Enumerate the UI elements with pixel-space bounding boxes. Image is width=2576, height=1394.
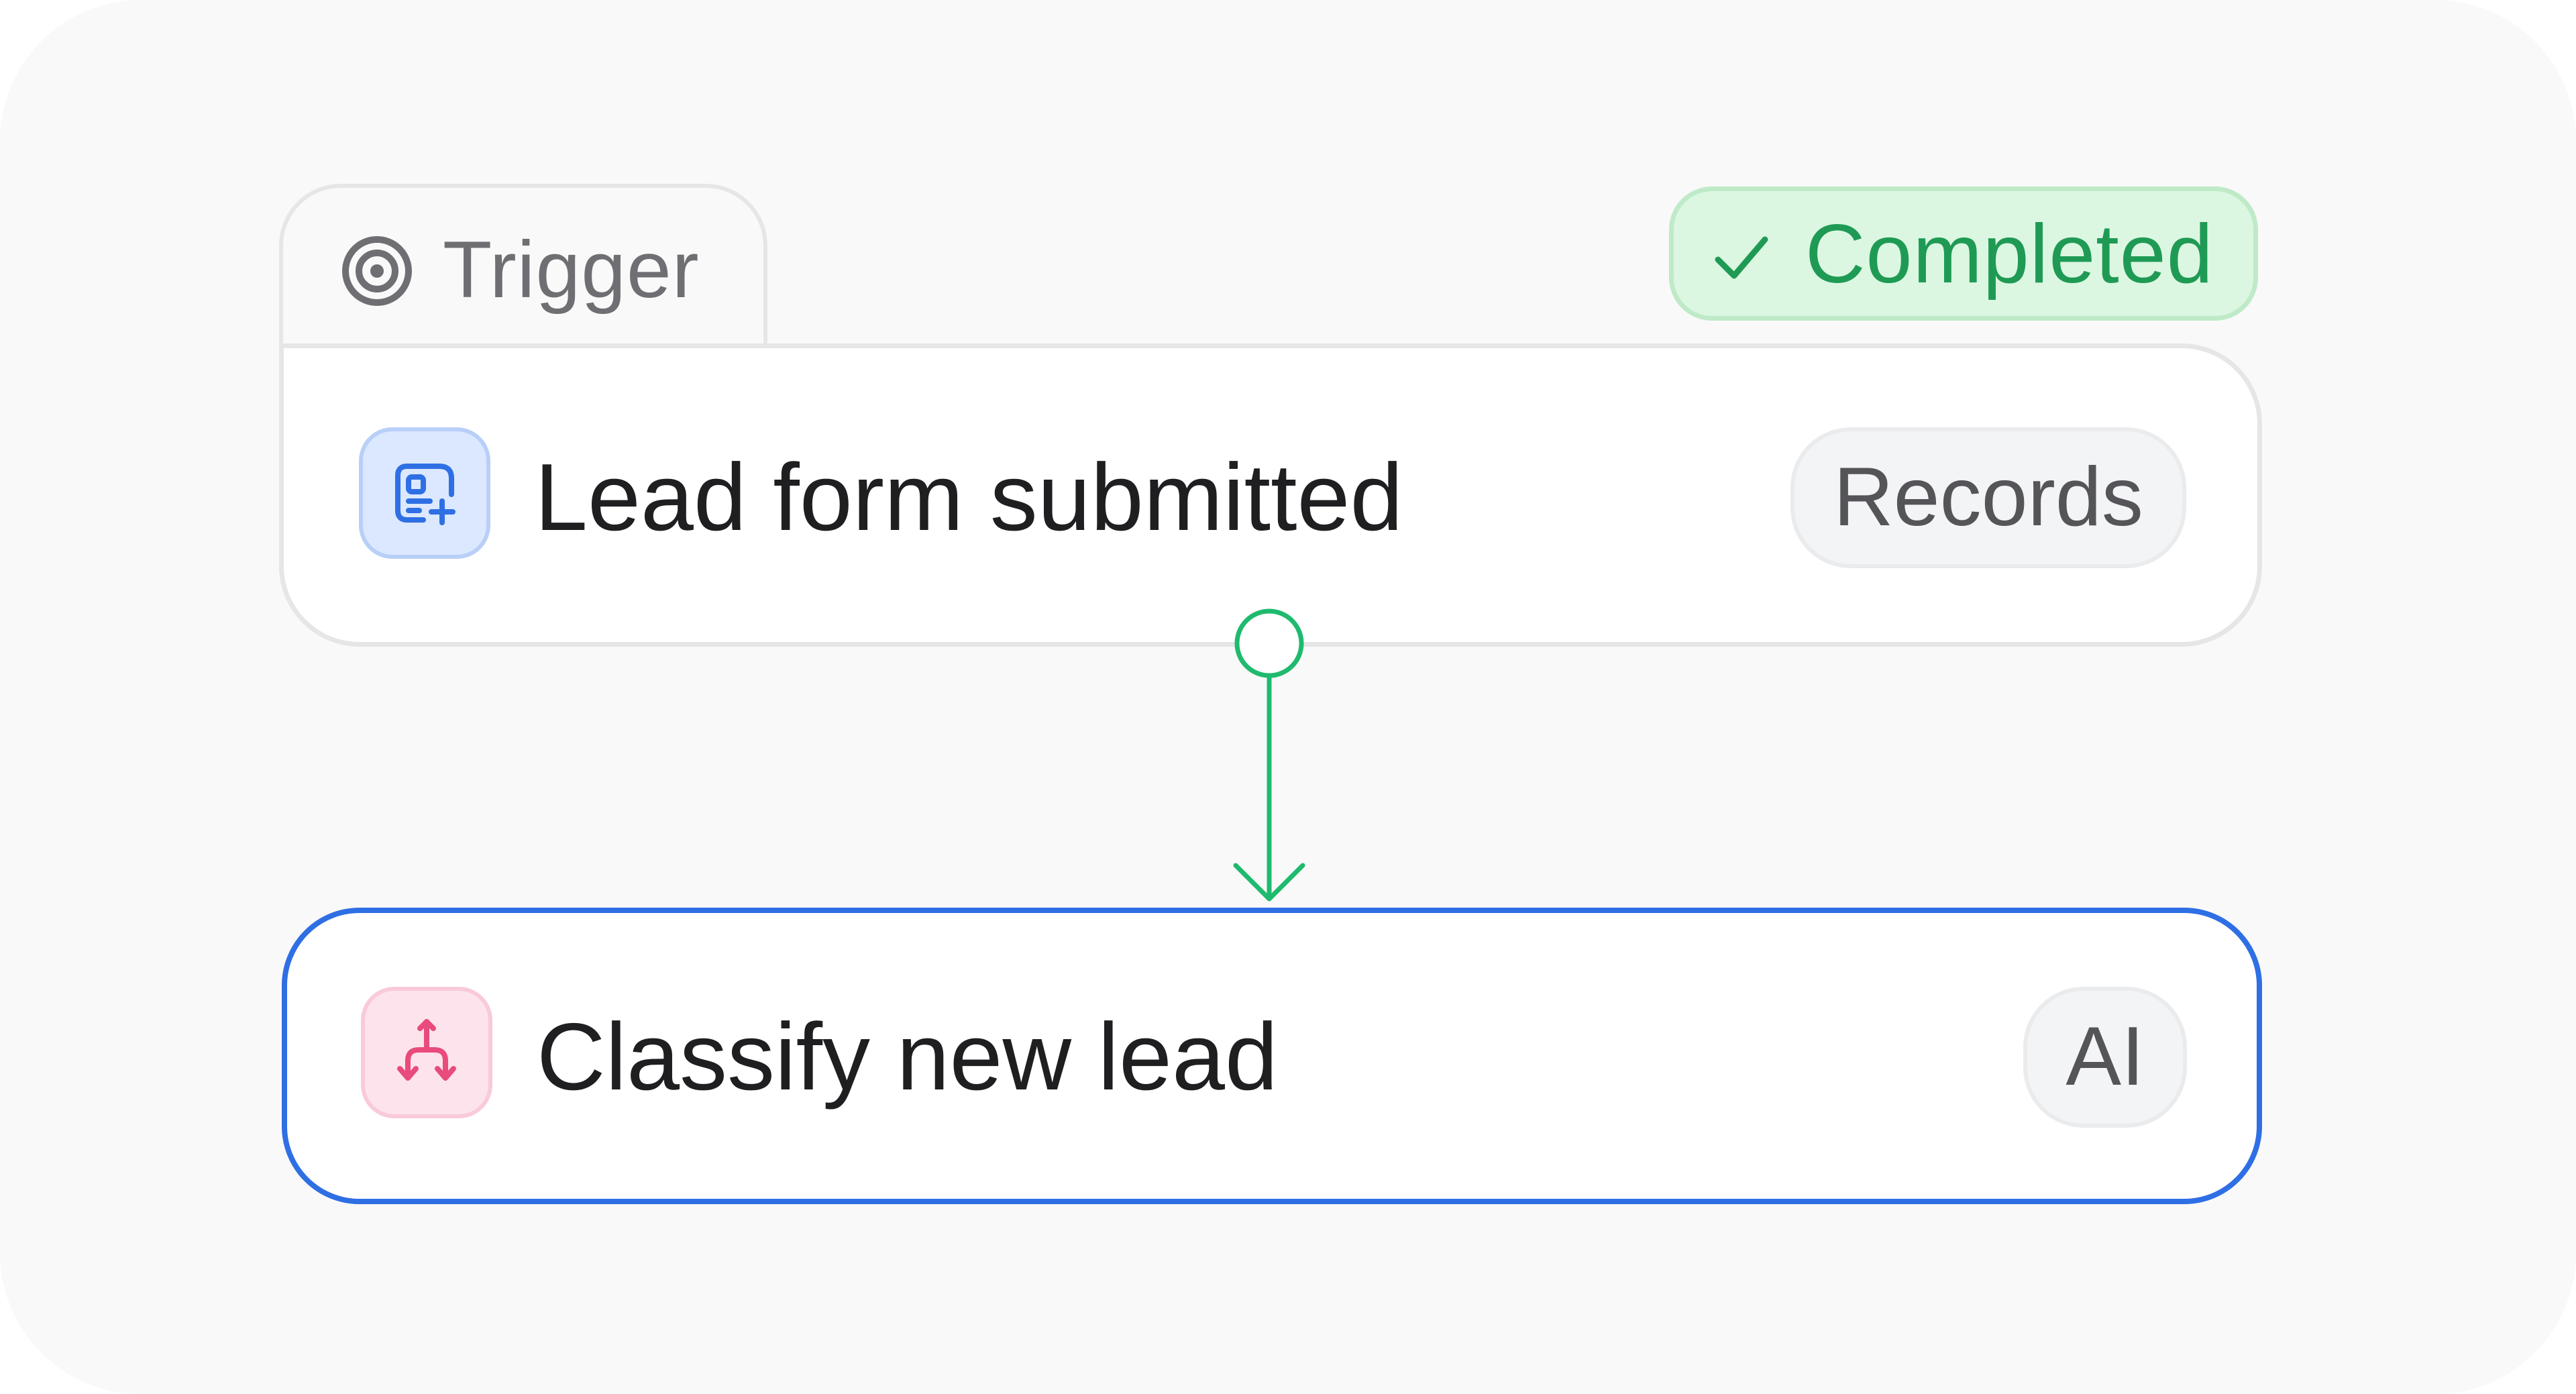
node-title: Lead form submitted xyxy=(535,444,1403,551)
trigger-tab: Trigger xyxy=(279,184,767,347)
target-icon xyxy=(342,236,412,306)
check-icon xyxy=(1715,236,1768,279)
node-category-tag: Records xyxy=(1790,427,2186,568)
form-add-icon xyxy=(395,464,455,525)
node-icon-tile xyxy=(361,987,492,1118)
node-title: Classify new lead xyxy=(537,1004,1278,1110)
status-badge: Completed xyxy=(1669,186,2258,321)
node-category-tag: AI xyxy=(2023,987,2187,1128)
branch-split-icon xyxy=(397,1019,456,1081)
action-node-card[interactable]: Classify new lead AI xyxy=(282,908,2262,1204)
status-label: Completed xyxy=(1805,208,2214,301)
trigger-label: Trigger xyxy=(443,225,700,315)
trigger-node-card[interactable]: Lead form submitted Records xyxy=(279,343,2262,647)
node-icon-tile xyxy=(359,427,490,559)
